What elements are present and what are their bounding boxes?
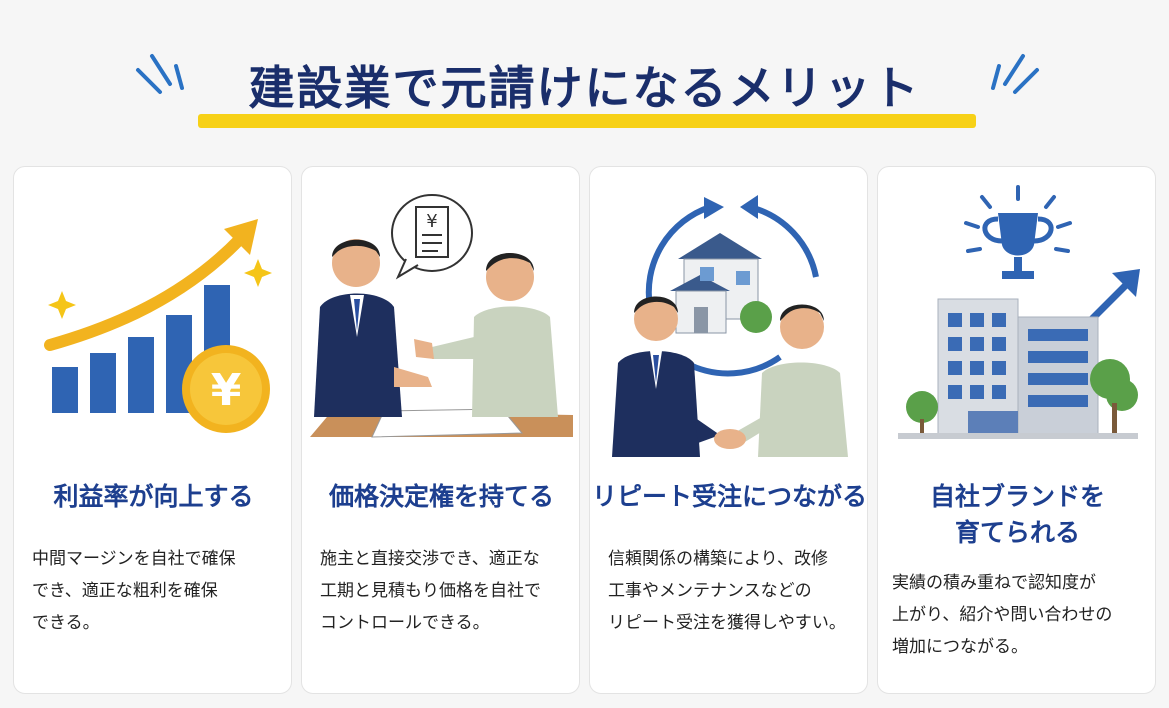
merit-card-repeat: リピート受注につながる 信頼関係の構築により、改修 工事やメンテナンスなどの リ… (589, 166, 868, 694)
card-heading: リピート受注につながる (591, 482, 867, 511)
card-description: 中間マージンを自社で確保 でき、適正な粗利を確保 できる。 (32, 549, 236, 633)
card-description: 信頼関係の構築により、改修 工事やメンテナンスなどの リピート受注を獲得しやすい… (608, 549, 846, 633)
card-description: 実績の積み重ねで認知度が 上がり、紹介や問い合わせの 増加につながる。 (892, 573, 1113, 657)
card-heading: 自社ブランドを 育てられる (929, 482, 1105, 547)
card-heading: 価格決定権を持てる (328, 482, 554, 511)
bubble-yen-symbol: ¥ (426, 211, 437, 232)
handshake-house-icon (612, 195, 848, 457)
negotiation-icon: ¥ (310, 194, 573, 438)
bar-chart-yen-icon: ¥ (44, 219, 272, 433)
merit-card-profit: ¥ 利益率が向上する 中間マージンを自社で確保 でき、適正な粗利を確保 できる。 (13, 166, 292, 694)
coin-yen-symbol: ¥ (211, 365, 242, 416)
title-area: 建設業で元請けになるメリット (0, 38, 1169, 138)
merit-card-brand: 自社ブランドを 育てられる 実績の積み重ねで認知度が 上がり、紹介や問い合わせの… (877, 166, 1156, 694)
title-underline (198, 114, 976, 128)
page-title: 建設業で元請けになるメリット (248, 61, 921, 115)
sparkle-lines-icon (991, 54, 1039, 94)
card-heading: 利益率が向上する (53, 482, 254, 511)
merit-card-pricing: ¥ 価格決定権を持てる 施主と直接交渉でき、適正な 工期と見積もり価格を自社で … (301, 166, 580, 694)
building-trophy-icon (898, 185, 1140, 439)
card-description: 施主と直接交渉でき、適正な 工期と見積もり価格を自社で コントロールできる。 (320, 549, 541, 633)
sparkle-lines-icon (136, 54, 184, 94)
